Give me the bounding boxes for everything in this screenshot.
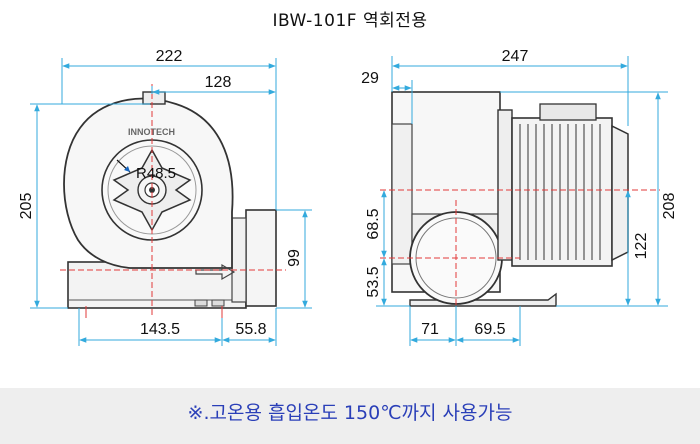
dim-front-partial: 128 [205, 74, 232, 91]
dim-side-depth: 247 [502, 48, 529, 65]
dim-front-outlet: 99 [286, 249, 303, 267]
front-view: INNOTECH R48.5 222 128 205 99 [18, 48, 312, 346]
dim-front-width: 222 [156, 48, 183, 65]
side-terminal-box [539, 103, 597, 121]
dim-side-height: 208 [661, 193, 678, 220]
dim-side-inlet-upper: 68.5 [365, 208, 382, 239]
diagram-title: IBW-101F 역회전용 [272, 11, 428, 31]
dim-side-inlet-offset: 29 [361, 70, 379, 87]
dim-front-height: 205 [18, 193, 35, 220]
temperature-note: ※.고온용 흡입온도 150℃까지 사용가능 [187, 402, 513, 424]
technical-drawing: INNOTECH R48.5 222 128 205 99 [18, 48, 678, 346]
dim-side-inlet-lower: 53.5 [365, 266, 382, 297]
dim-side-base-right: 69.5 [474, 321, 505, 338]
dim-front-base-left: 143.5 [140, 321, 180, 338]
dim-front-base-right: 55.8 [235, 321, 266, 338]
dim-side-base-left: 71 [421, 321, 439, 338]
footer-band [0, 388, 700, 444]
front-outlet-duct [245, 209, 277, 307]
side-view: 247 29 208 122 68.5 53.5 71 69.5 [361, 48, 678, 346]
dim-side-center: 122 [633, 233, 650, 260]
front-radius-label: R48.5 [136, 165, 176, 182]
side-motor-fins [519, 124, 601, 260]
side-motor [511, 117, 613, 267]
